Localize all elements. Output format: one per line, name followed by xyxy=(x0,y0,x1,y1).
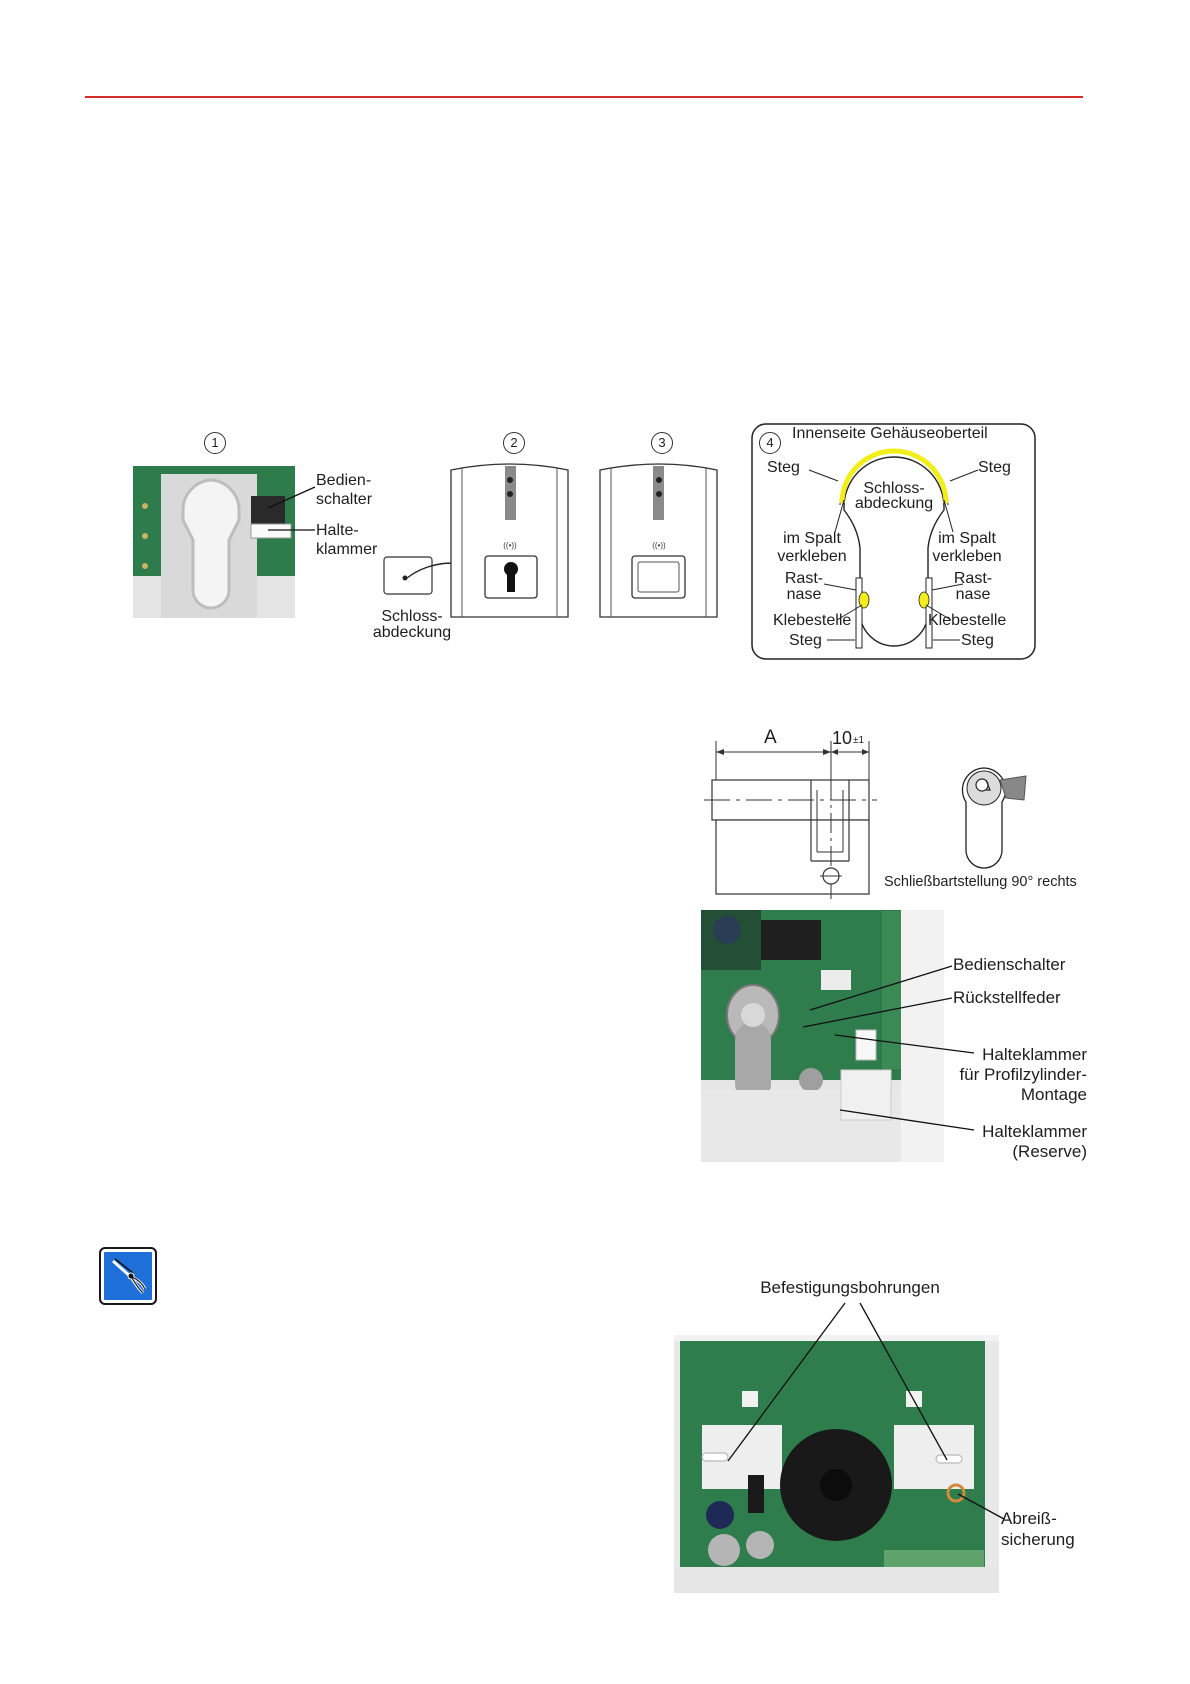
label-schlossabdeckung-a: Schloss- xyxy=(381,608,443,625)
label-rastnase-right-a: Rast- xyxy=(953,570,993,587)
lock-cover-part xyxy=(383,556,433,595)
photo-lock-opening xyxy=(133,466,295,618)
label-dim-10: 10 xyxy=(832,728,853,748)
svg-text:((•)): ((•)) xyxy=(652,541,666,550)
label-abreiss-a: Abreiß- xyxy=(1001,1509,1057,1528)
label-rastnase-left-b: nase xyxy=(786,586,822,603)
label-im-spalt-left-b: verkleben xyxy=(777,548,847,565)
label-befestigungsbohrungen: Befestigungsbohrungen xyxy=(760,1278,940,1297)
label-halteklammer-1b: klammer xyxy=(316,541,378,558)
label-halteklammer-profil-a: Halteklammer xyxy=(982,1045,1087,1064)
header-rule xyxy=(85,96,1083,98)
label-dim-a: A xyxy=(764,727,777,748)
label-bedienschalter-1a: Bedien- xyxy=(316,472,372,489)
label-dim-tolerance: ±1 xyxy=(853,735,865,746)
label-rueckstellfeder: Rückstellfeder xyxy=(953,988,1061,1007)
label-schlossabdeckung-b: abdeckung xyxy=(372,624,452,641)
label-schloss-inner-b: abdeckung xyxy=(854,495,934,512)
label-steg-top-right: Steg xyxy=(978,459,1011,476)
label-bedienschalter-1b: schalter xyxy=(316,491,373,508)
label-rastnase-right-b: nase xyxy=(955,586,991,603)
step-number-2: 2 xyxy=(503,432,525,454)
label-halteklammer-1a: Halte- xyxy=(316,522,359,539)
label-im-spalt-right-b: verkleben xyxy=(932,548,1002,565)
label-klebestelle-left: Klebestelle xyxy=(773,612,852,629)
label-halteklammer-reserve-b: (Reserve) xyxy=(1012,1142,1087,1161)
step-number-4: 4 xyxy=(759,432,781,454)
label-schloss-inner-a: Schloss- xyxy=(863,480,925,497)
label-steg-bottom-left: Steg xyxy=(789,632,822,649)
step-number-3: 3 xyxy=(651,432,673,454)
label-bedienschalter-3: Bedienschalter xyxy=(953,955,1066,974)
label-halteklammer-reserve-a: Halteklammer xyxy=(982,1122,1087,1141)
label-abreiss-b: sicherung xyxy=(1001,1530,1075,1549)
label-key-position-caption: Schließbartstellung 90° rechts xyxy=(884,874,1077,890)
label-im-spalt-left-a: im Spalt xyxy=(783,530,841,547)
label-klebestelle-right: Klebestelle xyxy=(928,612,1007,629)
step-number-1: 1 xyxy=(204,432,226,454)
label-panel4-title: Innenseite Gehäuseoberteil xyxy=(792,425,988,442)
label-halteklammer-profil-b: für Profilzylinder- xyxy=(959,1065,1087,1084)
label-steg-bottom-right: Steg xyxy=(961,632,994,649)
label-steg-top-left: Steg xyxy=(767,459,800,476)
pliers-icon xyxy=(99,1247,157,1305)
label-im-spalt-right-a: im Spalt xyxy=(938,530,996,547)
label-rastnase-left-a: Rast- xyxy=(784,570,824,587)
photo-housing-base xyxy=(674,1335,999,1593)
svg-text:((•)): ((•)) xyxy=(503,541,517,550)
label-halteklammer-profil-c: Montage xyxy=(1020,1085,1087,1104)
